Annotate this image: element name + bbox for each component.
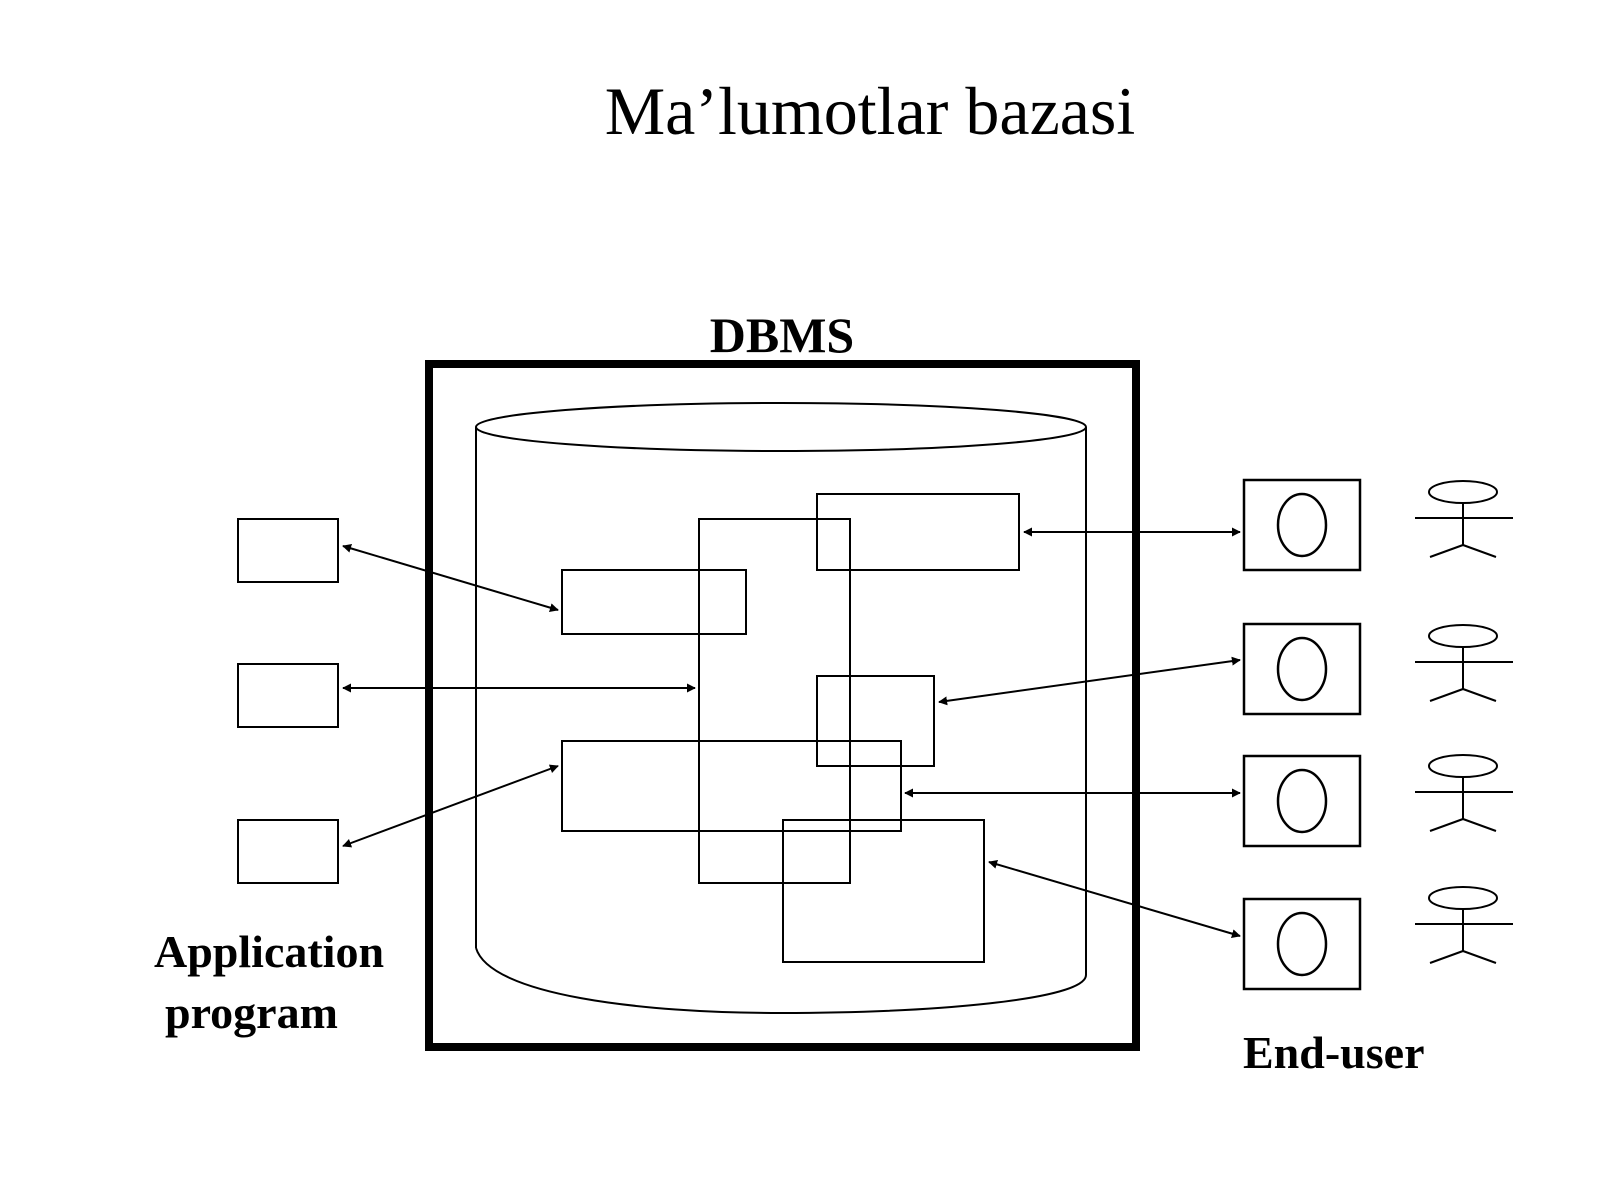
terminal-2: [1242, 622, 1362, 716]
app-arrow-3: [342, 764, 559, 848]
user-icon: [1415, 624, 1513, 702]
end-user-label: End-user: [1243, 1027, 1424, 1078]
user-arrow-2: [938, 656, 1241, 706]
end-user-terminals: [1242, 478, 1362, 991]
monitor-icon: [1276, 768, 1328, 834]
app-arrow-1: [342, 543, 559, 613]
application-program-box-2: [237, 663, 339, 728]
terminal-3: [1242, 754, 1362, 848]
terminal-1: [1242, 478, 1362, 572]
data-record-tall-center: [698, 518, 851, 884]
data-record-top-right: [816, 493, 1020, 571]
end-user-figures: [1415, 480, 1513, 964]
user-icon: [1415, 480, 1513, 558]
dbms-label: DBMS: [710, 307, 854, 363]
application-program-box-3: [237, 819, 339, 884]
application-programs: [237, 518, 339, 884]
monitor-icon: [1276, 911, 1328, 977]
data-record-lower-left: [561, 740, 902, 832]
monitor-icon: [1276, 492, 1328, 558]
data-record-middle-right: [816, 675, 935, 767]
application-program-box-1: [237, 518, 339, 583]
monitor-icon: [1276, 636, 1328, 702]
dbms-box: [425, 360, 1140, 1051]
data-record-bottom-right: [782, 819, 985, 963]
application-connections: [342, 543, 696, 848]
application-program-label-line2: program: [165, 987, 338, 1038]
user-icon: [1415, 754, 1513, 832]
user-arrow-4: [988, 859, 1241, 939]
terminal-4: [1242, 897, 1362, 991]
slide-title: Ma’lumotlar bazasi: [604, 73, 1136, 149]
data-structures: [561, 493, 1020, 963]
application-program-label-line1: Application: [154, 926, 384, 977]
end-user-connections: [904, 527, 1241, 939]
user-icon: [1415, 886, 1513, 964]
data-record-upper-left: [561, 569, 747, 635]
